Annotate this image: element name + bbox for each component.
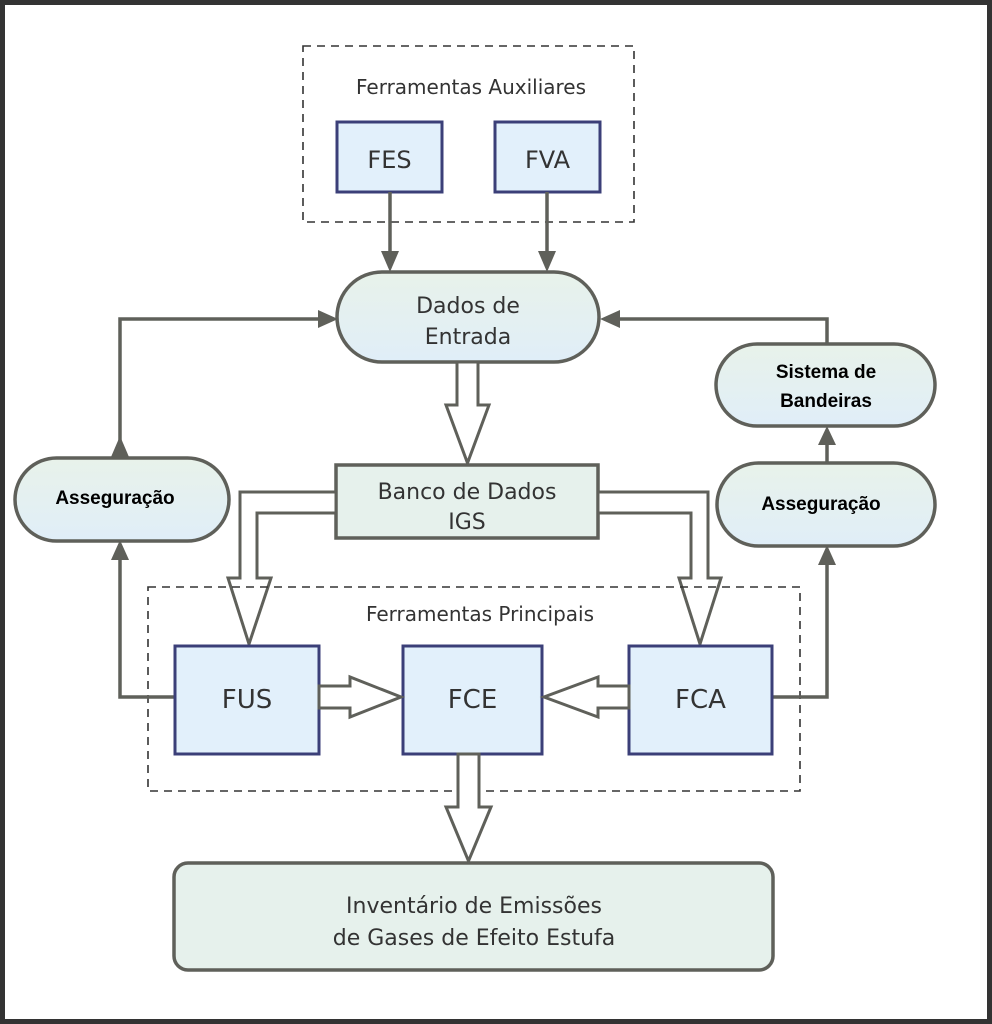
- fva-label: FVA: [525, 146, 571, 174]
- assurance-right-node[interactable]: Asseguração: [715, 461, 937, 548]
- fus-node[interactable]: FUS: [173, 644, 321, 756]
- flag-system-node[interactable]: Sistema de Bandeiras: [714, 342, 937, 428]
- fce-node[interactable]: FCE: [401, 644, 544, 756]
- block-arrow-fus-to-fce: [317, 674, 406, 720]
- main-group-label: Ferramentas Principais: [366, 602, 594, 626]
- inventory-label-line2: de Gases de Efeito Estufa: [333, 926, 616, 951]
- assurance-left-label: Asseguração: [55, 488, 174, 509]
- input-data-label-line2: Entrada: [425, 325, 511, 350]
- input-data-node[interactable]: Dados de Entrada: [335, 270, 601, 364]
- auxiliary-tools-group: Ferramentas Auxiliares: [302, 45, 635, 223]
- assurance-left-node[interactable]: Asseguração: [13, 456, 231, 543]
- flag-system-label-line2: Bandeiras: [780, 391, 872, 412]
- fca-label: FCA: [675, 685, 726, 715]
- fes-label: FES: [367, 146, 411, 174]
- flag-system-label-line1: Sistema de: [776, 362, 876, 383]
- block-arrow-fce-to-inventory: [443, 752, 494, 865]
- arrow-fva-to-input: [538, 192, 556, 272]
- arrow-fca-to-assurance-right: [772, 545, 836, 699]
- arrow-assurance-right-to-flags: [818, 426, 836, 463]
- database-label-line2: IGS: [448, 510, 486, 535]
- fus-label: FUS: [222, 685, 273, 715]
- flowchart: Ferramentas Auxiliares FES FVA Dados de …: [13, 45, 937, 972]
- fva-node[interactable]: FVA: [493, 120, 602, 194]
- database-node[interactable]: Banco de Dados IGS: [334, 463, 600, 540]
- arrow-assurance-left-to-input: [111, 310, 338, 457]
- fca-node[interactable]: FCA: [627, 644, 774, 756]
- assurance-right-label: Asseguração: [761, 494, 880, 515]
- inventory-node[interactable]: Inventário de Emissões de Gases de Efeit…: [172, 861, 775, 972]
- arrow-fes-to-input: [381, 192, 399, 272]
- fce-label: FCE: [448, 685, 498, 715]
- inventory-label-line1: Inventário de Emissões: [346, 894, 602, 919]
- block-arrow-database-to-fca: [596, 490, 724, 649]
- block-arrow-database-to-fus: [225, 490, 338, 649]
- block-arrow-fca-to-fce: [539, 674, 631, 720]
- database-label-line1: Banco de Dados: [378, 480, 557, 505]
- arrow-flags-to-input: [600, 310, 829, 344]
- auxiliary-group-label: Ferramentas Auxiliares: [356, 75, 586, 99]
- input-data-label-line1: Dados de: [416, 294, 520, 319]
- main-tools-group: Ferramentas Principais: [147, 586, 801, 792]
- block-arrow-input-to-database: [443, 360, 492, 468]
- fes-node[interactable]: FES: [335, 120, 444, 194]
- arrow-fus-to-assurance-left: [111, 540, 175, 699]
- auxiliary-group-border: [302, 45, 635, 223]
